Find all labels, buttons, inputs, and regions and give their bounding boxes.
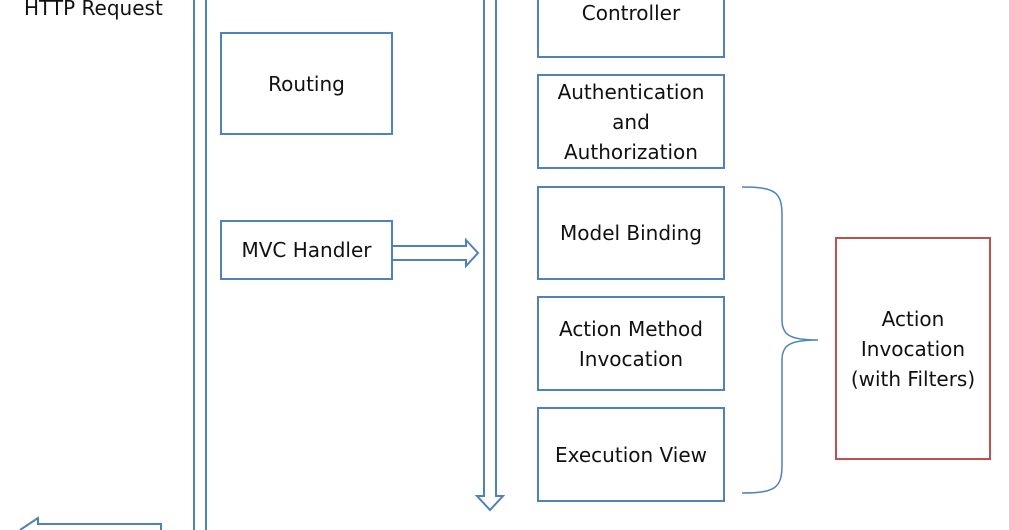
action-invocation-box: Action Invocation (with Filters) — [835, 237, 991, 460]
controller-label: Controller — [581, 1, 681, 25]
http-request-label: HTTP Request — [24, 0, 163, 20]
main-pipeline-line — [193, 0, 207, 530]
model-binding-label: Model Binding — [560, 221, 702, 245]
authentication-label: Authentication and Authorization — [557, 79, 705, 164]
controller-box: Controller — [537, 0, 725, 58]
handler-to-controller-arrow — [393, 237, 480, 269]
grouping-brace — [741, 186, 819, 494]
execution-view-box: Execution View — [537, 407, 725, 502]
action-method-box: Action Method Invocation — [537, 296, 725, 391]
authentication-box: Authentication and Authorization — [537, 74, 725, 169]
controller-pipeline-arrow — [474, 0, 506, 512]
mvc-handler-label: MVC Handler — [241, 238, 372, 262]
routing-box: Routing — [220, 32, 393, 135]
model-binding-box: Model Binding — [537, 186, 725, 280]
execution-view-label: Execution View — [555, 442, 707, 467]
action-method-label: Action Method Invocation — [558, 316, 703, 371]
http-response-arrow — [19, 516, 162, 530]
action-invocation-label: Action Invocation (with Filters) — [850, 306, 976, 391]
mvc-handler-box: MVC Handler — [220, 220, 393, 280]
routing-label: Routing — [268, 71, 345, 96]
